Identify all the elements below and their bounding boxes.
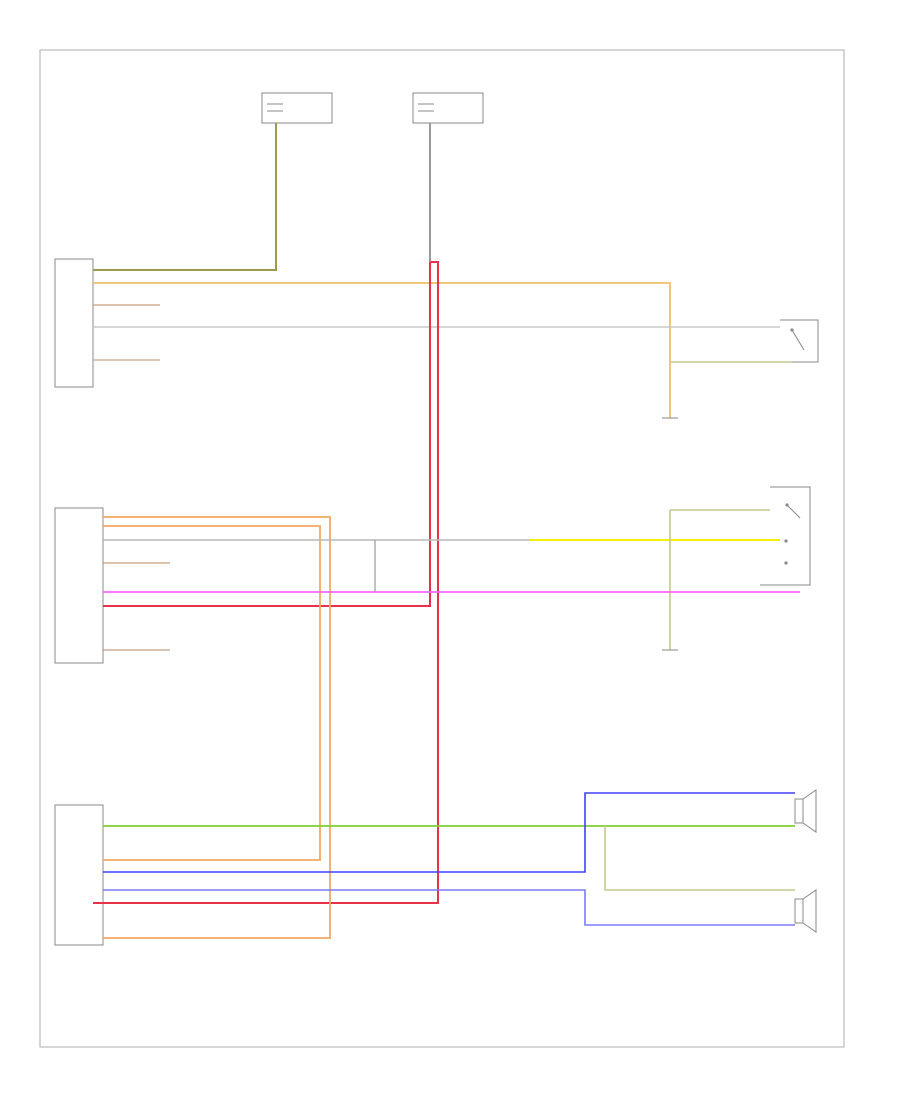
wire-red-main — [93, 261, 439, 904]
speaker-bottom-right — [794, 889, 817, 933]
wire-ye-top — [93, 282, 671, 418]
speaker-top-right — [794, 789, 817, 833]
wire-olive-speaker — [604, 826, 795, 891]
fuse-block-left — [261, 92, 333, 124]
control-module-top — [54, 258, 94, 388]
wire-blue-upper — [103, 792, 795, 873]
switch-top-right — [780, 319, 819, 363]
wire-orange-inner — [103, 525, 321, 861]
control-module-bottom — [54, 804, 104, 946]
wire-red-mid — [103, 262, 431, 607]
switch-middle-right — [760, 486, 811, 586]
control-module-middle — [54, 507, 104, 664]
wire-blue-lower — [103, 889, 795, 926]
wire-ye-gn-fuse — [93, 123, 277, 271]
wire-orange-outer — [103, 516, 331, 939]
pin-stubs — [93, 304, 170, 651]
fuse-block-right — [412, 92, 484, 124]
wire-olive-middle — [669, 509, 770, 650]
diagram-frame — [39, 49, 845, 1048]
